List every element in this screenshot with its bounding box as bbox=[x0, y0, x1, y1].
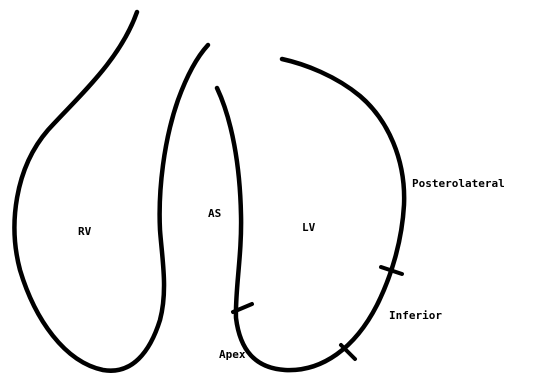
apex-label: Apex bbox=[219, 348, 246, 361]
lv-label: LV bbox=[302, 221, 316, 234]
inferior-label: Inferior bbox=[389, 309, 442, 322]
as-label: AS bbox=[208, 207, 221, 220]
posterolateral-label: Posterolateral bbox=[412, 177, 505, 190]
left-ventricle-outline bbox=[217, 59, 404, 370]
right-ventricle-outline bbox=[15, 12, 208, 371]
rv-label: RV bbox=[78, 225, 92, 238]
